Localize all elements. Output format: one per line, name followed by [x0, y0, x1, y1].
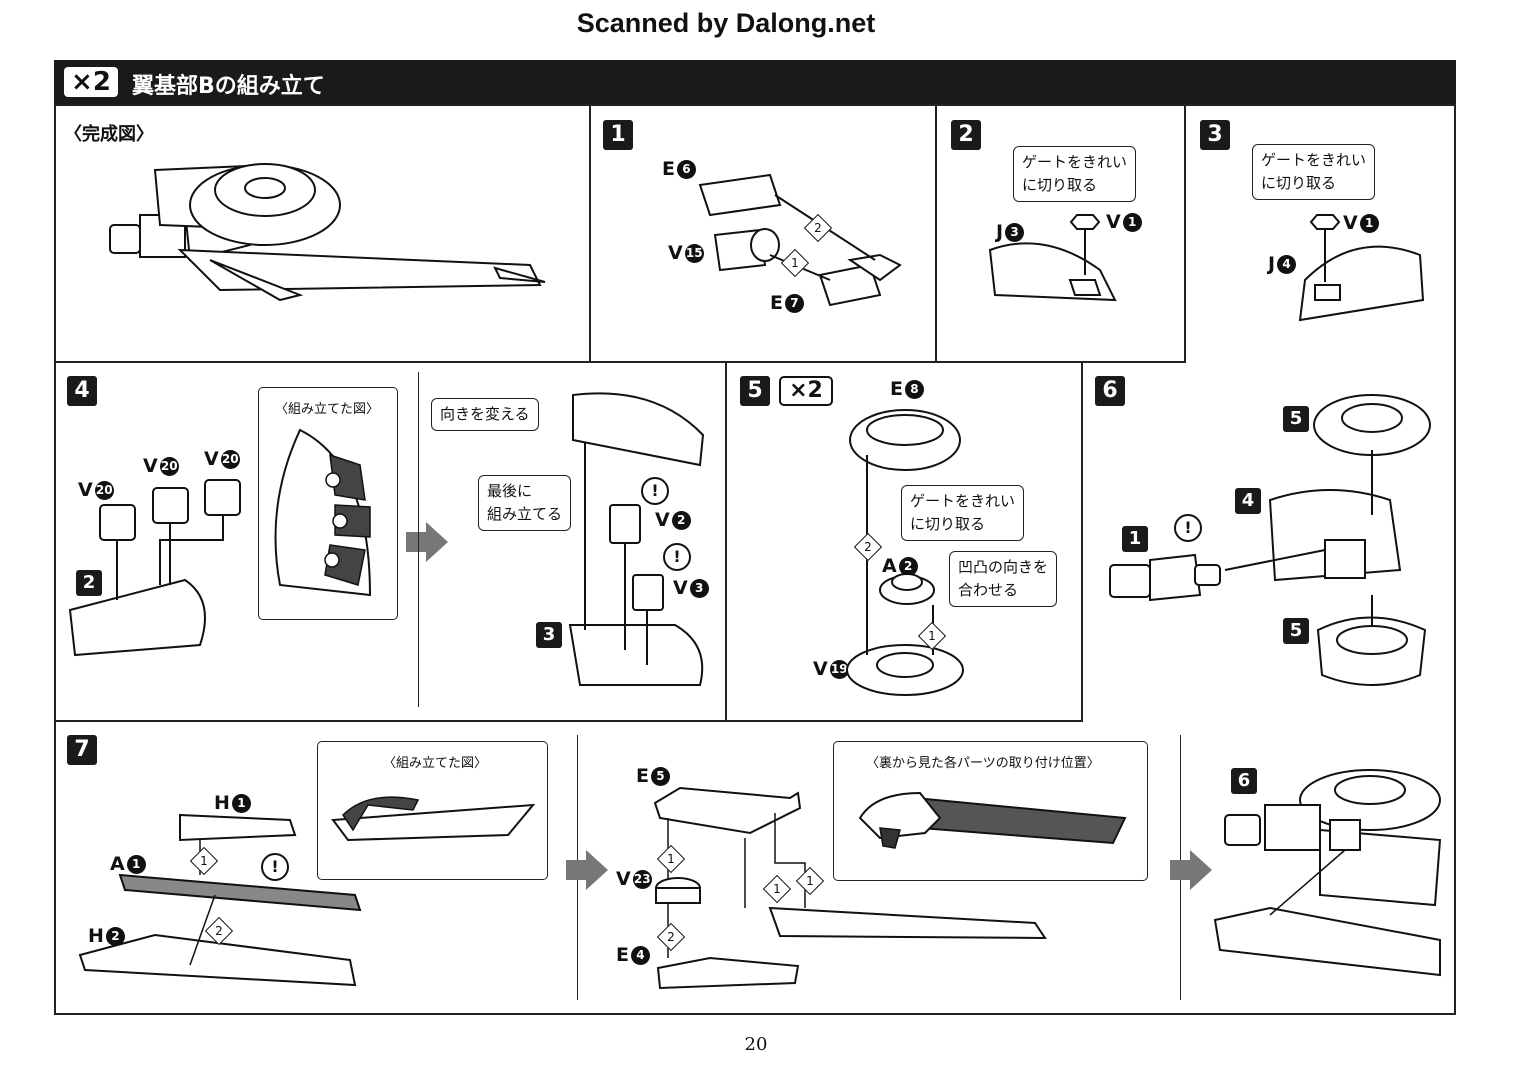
step-7b-drawing [653, 786, 1047, 990]
step-1-badge: 1 [603, 120, 633, 150]
step-5-badge: 5 [740, 376, 770, 406]
instruction-frame [54, 104, 1456, 1015]
step-7c-drawing [1213, 769, 1442, 977]
part-5-marker: 5 [1283, 618, 1309, 644]
part-4-marker: 4 [1235, 488, 1261, 514]
caution-icon: ! [641, 477, 669, 505]
step-4a-drawing [68, 479, 241, 657]
scan-credit: Scanned by Dalong.net [576, 8, 876, 38]
section-header: ×2 翼基部Bの組み立て [54, 60, 1456, 104]
step-7a-drawing [78, 813, 362, 987]
page-number: 20 [744, 1034, 768, 1055]
part-3-marker: 3 [536, 622, 562, 648]
inset-title: 〈組み立てた図〉 [275, 402, 380, 417]
turn-callout: 向きを変える [431, 398, 539, 431]
arrow-next-icon [1170, 850, 1212, 890]
inset-title: 〈組み立てた図〉 [383, 756, 488, 771]
step-2-badge: 2 [951, 120, 981, 150]
inset-title: 〈裏から見た各パーツの取り付け位置〉 [866, 756, 1100, 771]
part-1-marker: 1 [1122, 526, 1148, 552]
step-4b-drawing [568, 392, 705, 686]
multiplier-badge: ×2 [64, 67, 118, 97]
align-callout: 凹凸の向きを合わせる [949, 551, 1058, 607]
assembled-inset [258, 387, 398, 620]
arrow-next-icon [566, 850, 608, 890]
assembled-inset-drawing [331, 796, 536, 842]
part-5-marker: 5 [1283, 406, 1309, 432]
completed-label: 〈完成図〉 [64, 124, 154, 145]
section-title: 翼基部Bの組み立て [132, 74, 325, 99]
panel-completed [54, 104, 591, 363]
assembled-inset [317, 741, 548, 880]
step-6-badge: 6 [1095, 376, 1125, 406]
step-3-badge: 3 [1200, 120, 1230, 150]
panel-step-2 [935, 104, 1186, 363]
caution-icon: ! [1174, 514, 1202, 542]
panel-step-5 [725, 361, 1083, 722]
part-6-marker: 6 [1231, 768, 1257, 794]
assembled-inset-drawing [274, 428, 372, 597]
gate-cut-callout: ゲートをきれいに切り取る [901, 485, 1025, 541]
step-5-multiplier: ×2 [779, 376, 833, 406]
step-7-badge: 7 [67, 735, 97, 765]
gate-cut-callout: ゲートをきれいに切り取る [1013, 146, 1137, 202]
step-6-drawing [1109, 394, 1431, 686]
caution-icon: ! [261, 853, 289, 881]
back-view-inset-drawing [858, 791, 1127, 849]
step-3-drawing [1298, 214, 1425, 322]
step-4-divider [418, 372, 419, 707]
step-5-drawing [846, 409, 964, 696]
part-2-marker: 2 [76, 570, 102, 596]
completed-drawing [109, 163, 546, 302]
panel-step-1 [589, 104, 937, 363]
arrow-next-icon [406, 522, 448, 562]
assemble-last-callout: 最後に組み立てる [478, 475, 572, 531]
step-1-drawing [698, 173, 902, 307]
gate-cut-callout: ゲートをきれいに切り取る [1252, 144, 1376, 200]
step-2-drawing [988, 214, 1117, 302]
panel-step-4 [54, 361, 727, 722]
step-4-badge: 4 [67, 376, 97, 406]
back-view-inset [833, 741, 1148, 881]
caution-icon: ! [663, 543, 691, 571]
